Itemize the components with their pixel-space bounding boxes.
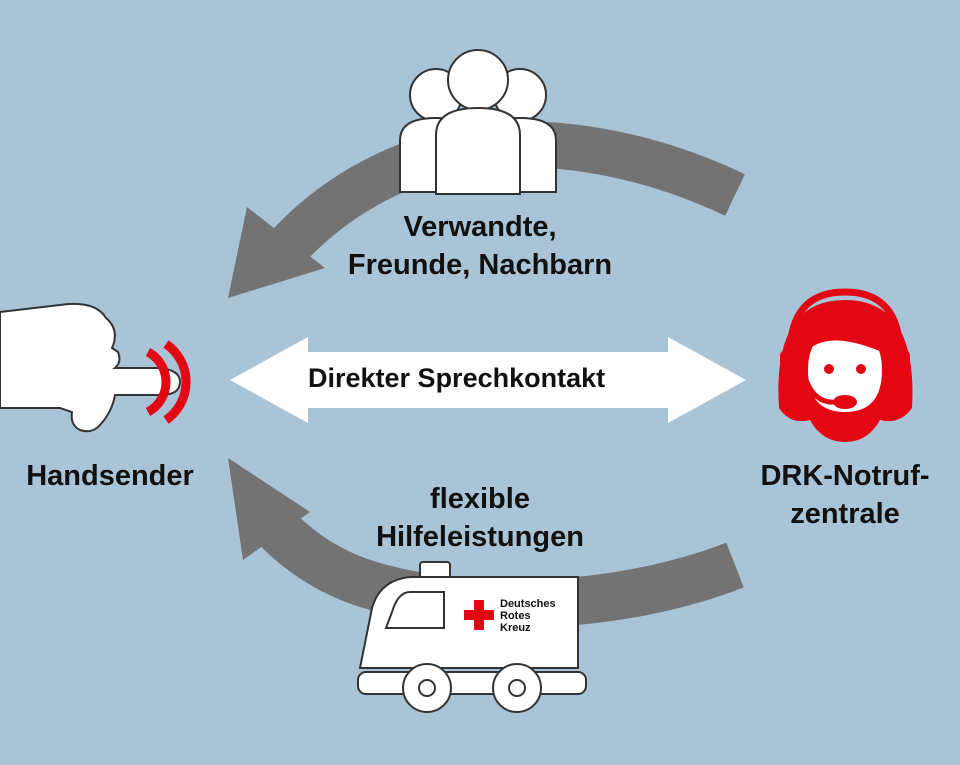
hand-button-icon bbox=[0, 302, 191, 433]
flexible-help-label: flexible Hilfeleistungen bbox=[330, 480, 630, 556]
ambulance-icon bbox=[357, 561, 587, 713]
direct-contact-label: Direkter Sprechkontakt bbox=[308, 363, 606, 393]
logo-line-2: Rotes bbox=[500, 610, 531, 622]
direct-contact-double-arrow bbox=[230, 337, 746, 423]
relatives-line-2: Freunde, Nachbarn bbox=[347, 249, 613, 281]
relatives-label: Verwandte, Freunde, Nachbarn bbox=[320, 208, 640, 284]
emergency-center-label: DRK-Notruf- zentrale bbox=[745, 457, 945, 533]
flexible-help-line-2: Hilfeleistungen bbox=[376, 521, 584, 553]
red-cross-icon bbox=[464, 600, 494, 630]
operator-headset-icon bbox=[778, 288, 913, 442]
emergency-center-line-2: zentrale bbox=[790, 498, 900, 530]
relatives-line-1: Verwandte, bbox=[403, 211, 557, 243]
hand-transmitter-text: Handsender bbox=[26, 460, 194, 492]
flexible-help-line-1: flexible bbox=[430, 483, 530, 515]
logo-line-1: Deutsches bbox=[500, 598, 556, 610]
ambulance-logo-text: Deutsches Rotes Kreuz bbox=[500, 598, 556, 634]
logo-line-3: Kreuz bbox=[500, 622, 531, 634]
people-group-icon bbox=[399, 49, 557, 195]
emergency-center-line-1: DRK-Notruf- bbox=[760, 460, 930, 492]
hand-transmitter-label: Handsender bbox=[10, 457, 210, 495]
